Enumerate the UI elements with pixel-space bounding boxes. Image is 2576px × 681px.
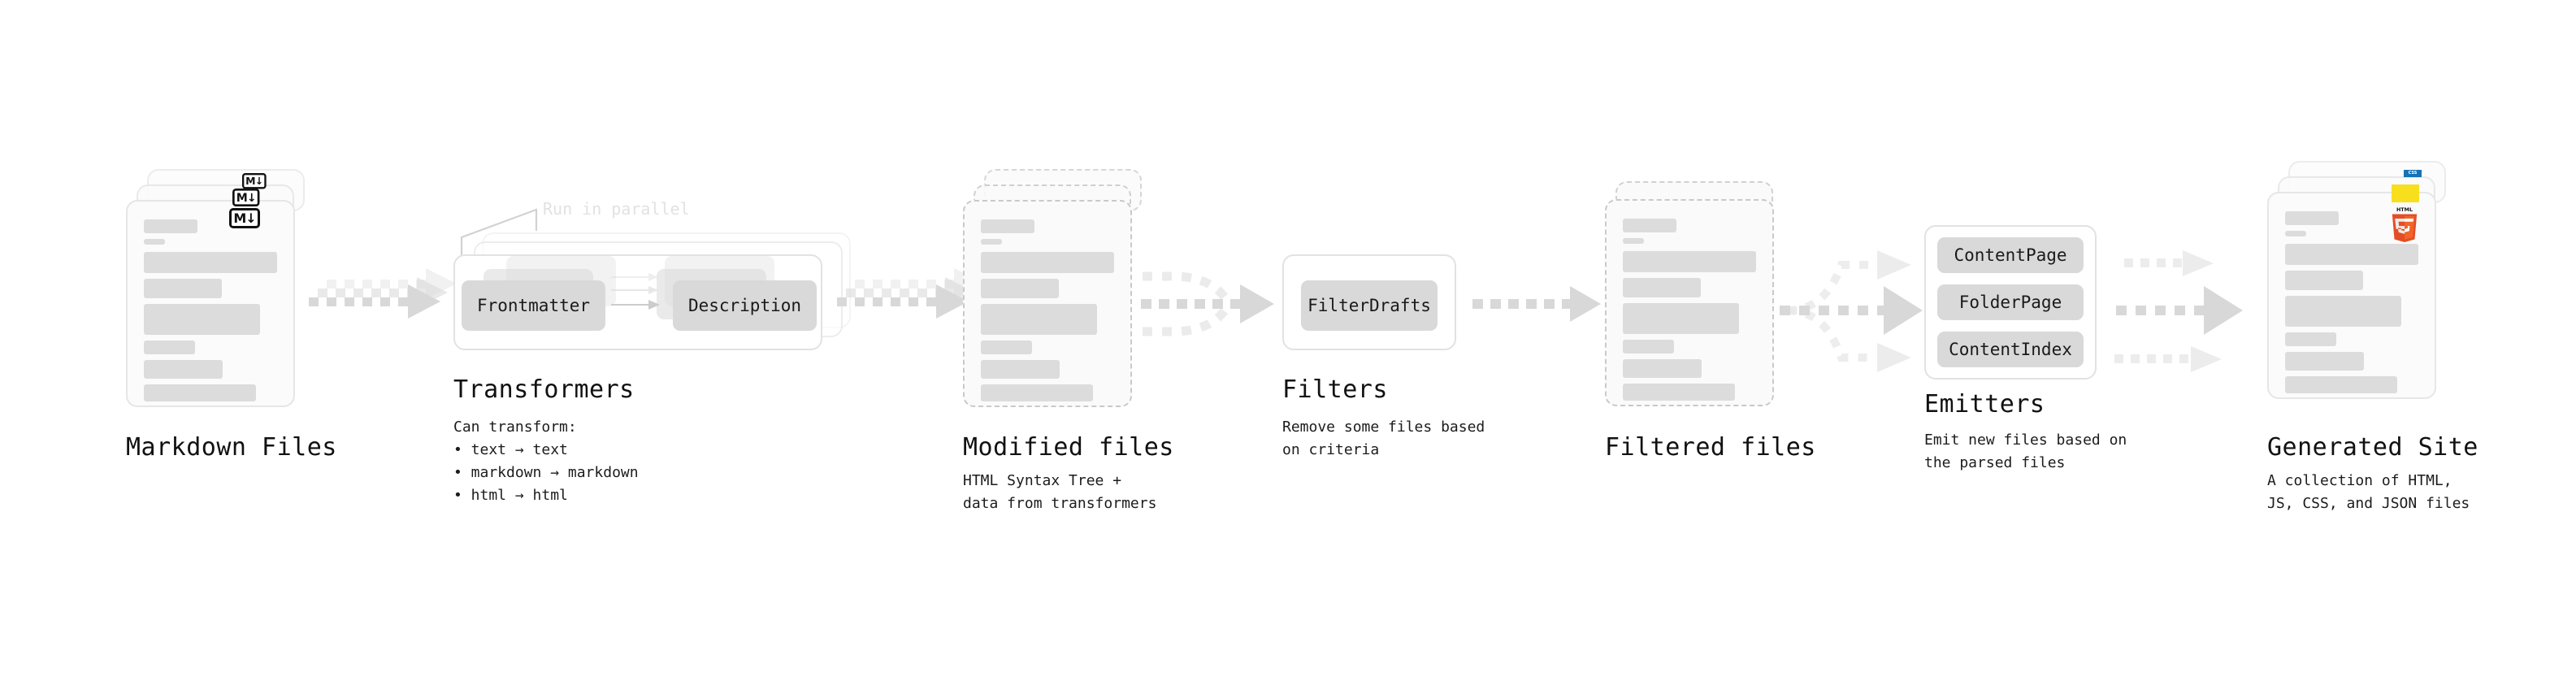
file-skeleton bbox=[144, 219, 280, 407]
file-skeleton bbox=[981, 219, 1117, 407]
css3-icon: CSS bbox=[2404, 170, 2422, 177]
chip-contentpage[interactable]: ContentPage bbox=[1937, 237, 2084, 273]
arrow-emitters-to-site bbox=[2114, 250, 2243, 372]
filters-subtitle: Remove some files based on criteria bbox=[1282, 419, 1485, 458]
transformers-subtitle: Can transform: • text → text • markdown … bbox=[453, 419, 639, 504]
run-in-parallel-label: Run in parallel bbox=[543, 199, 690, 219]
markdown-files-title: Markdown Files bbox=[126, 433, 337, 462]
javascript-icon bbox=[2392, 184, 2419, 202]
markdown-icon-back: M↓ bbox=[242, 173, 267, 189]
chip-folderpage[interactable]: FolderPage bbox=[1937, 284, 2084, 320]
chip-frontmatter[interactable]: Frontmatter bbox=[462, 280, 605, 331]
file-card-front bbox=[126, 200, 295, 407]
arrow-filtered-to-emitters bbox=[1780, 250, 1923, 372]
markdown-icon-mid: M↓ bbox=[232, 189, 260, 206]
html5-icon: HTML bbox=[2392, 206, 2418, 242]
chip-description[interactable]: Description bbox=[673, 280, 817, 331]
generated-site-subtitle: A collection of HTML, JS, CSS, and JSON … bbox=[2267, 472, 2470, 512]
filtered-files-title: Filtered files bbox=[1605, 433, 1816, 462]
markdown-icon-front: M↓ bbox=[229, 208, 260, 228]
file-skeleton bbox=[1623, 219, 1759, 406]
chip-filterdrafts[interactable]: FilterDrafts bbox=[1301, 280, 1438, 331]
file-skeleton bbox=[2285, 211, 2422, 399]
generated-site-title: Generated Site bbox=[2267, 433, 2478, 462]
arrow-filters-to-filtered bbox=[1472, 286, 1601, 322]
filters-title: Filters bbox=[1282, 375, 1388, 404]
arrow-md-to-transformers bbox=[309, 268, 457, 319]
file-card-front bbox=[1605, 199, 1774, 406]
emitters-subtitle: Emit new files based on the parsed files bbox=[1924, 432, 2127, 471]
chip-contentindex[interactable]: ContentIndex bbox=[1937, 332, 2084, 367]
file-card-front bbox=[963, 200, 1132, 407]
arrow-modified-to-filters bbox=[1141, 271, 1274, 336]
svg-text:HTML: HTML bbox=[2396, 206, 2413, 213]
run-in-parallel-bracket bbox=[460, 208, 538, 265]
modified-files-subtitle: HTML Syntax Tree + data from transformer… bbox=[963, 472, 1157, 512]
emitters-title: Emitters bbox=[1924, 390, 2045, 419]
modified-files-title: Modified files bbox=[963, 433, 1174, 462]
transformer-inner-arrows bbox=[611, 273, 660, 310]
transformers-title: Transformers bbox=[453, 375, 635, 404]
